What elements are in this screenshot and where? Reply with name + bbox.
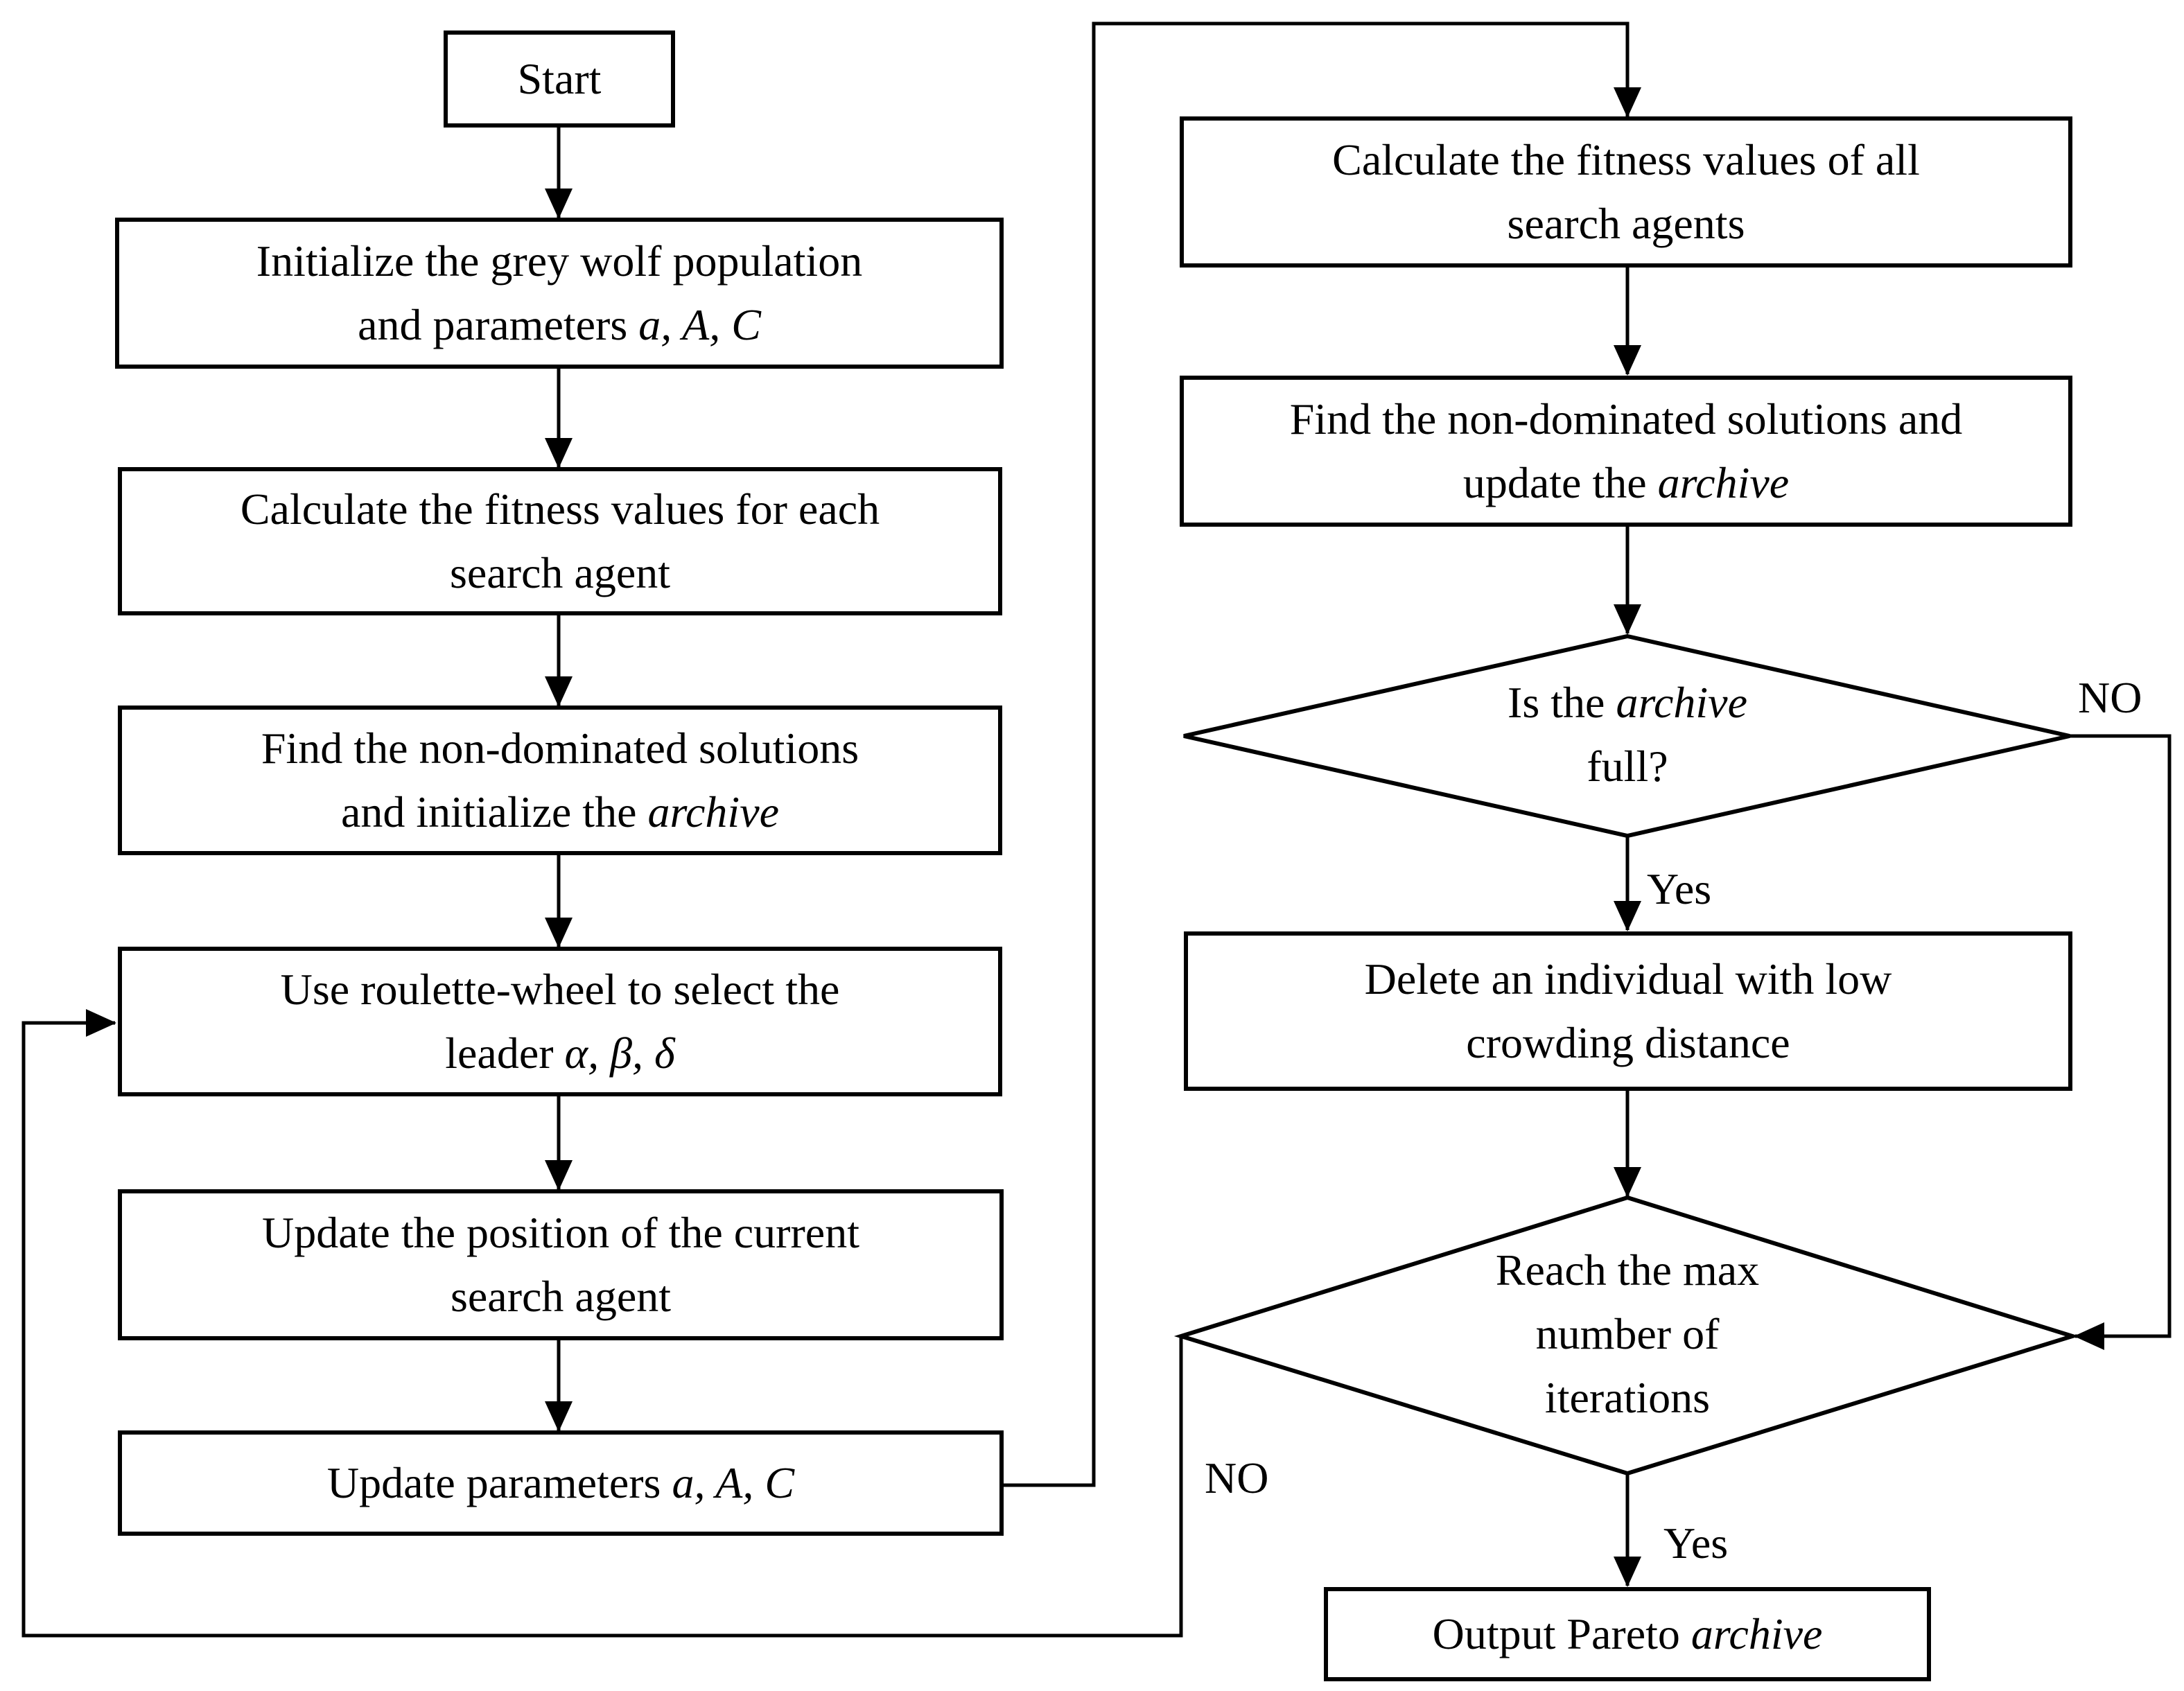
update-position-line-1: Update the position of the current [262,1208,859,1257]
find-update-box: Find the non-dominated solutions and upd… [1180,376,2072,527]
arrow-update-params-to-calc-all [1004,21,1641,1487]
roulette-box: Use roulette-wheel to select the leader … [118,947,1002,1096]
find-init-box: Find the non-dominated solutions and ini… [118,706,1002,855]
label-yes-max: Yes [1663,1518,1729,1568]
calc-each-box: Calculate the fitness values for each se… [118,467,1002,615]
max-iterations-text: Reach the max number of iterations [1350,1234,1905,1435]
arrow-decision-no-to-max-iteration [2070,734,2172,1350]
max-iterations-line-2: number of [1535,1309,1720,1358]
decision-max-iterations [1173,1195,2080,1476]
find-init-archive: archive [647,787,780,836]
initialize-line-1: Initialize the grey wolf population [256,236,863,286]
calc-each-line-1: Calculate the fitness values for each [240,484,880,534]
archive-full-archive: archive [1616,678,1747,727]
initialize-line-2: and parameters a, A, C [358,300,761,349]
initialize-params: a, A, C [638,300,761,349]
delete-box: Delete an individual with low crowding d… [1184,931,2072,1091]
find-init-line-1: Find the non-dominated solutions [261,724,859,773]
update-params-params: a, A, C [672,1458,795,1507]
label-no-archive: NO [2078,673,2142,722]
delete-line-2: crowding distance [1466,1018,1790,1067]
calc-all-line-2: search agents [1507,199,1745,248]
calc-all-line-1: Calculate the fitness values of all [1332,135,1920,184]
arrow-max-iteration-no-to-roulette [21,1009,1183,1638]
update-params-box: Update parameters a, A, C [118,1430,1004,1536]
find-update-archive: archive [1657,458,1790,507]
calc-all-box: Calculate the fitness values of all sear… [1180,116,2072,268]
find-init-line-2: and initialize the archive [340,787,780,836]
update-position-box: Update the position of the current searc… [118,1189,1004,1340]
label-yes-archive: Yes [1647,864,1712,913]
output-box: Output Pareto archive [1324,1587,1931,1681]
archive-full-text: Is the archive full? [1322,665,1932,804]
max-iterations-line-1: Reach the max [1495,1245,1760,1295]
calc-each-line-2: search agent [449,548,671,597]
delete-line-1: Delete an individual with low [1364,954,1892,1004]
decision-archive-full [1183,633,2070,839]
archive-full-line-1: Is the archive [1508,678,1747,727]
roulette-line-1: Use roulette-wheel to select the [280,965,840,1014]
archive-full-line-2: full? [1587,742,1668,791]
roulette-greek: α, β, δ [564,1028,675,1078]
label-no-max: NO [1205,1453,1269,1502]
max-iterations-line-3: iterations [1544,1373,1711,1422]
update-params-line: Update parameters a, A, C [326,1458,795,1507]
initialize-box: Initialize the grey wolf population and … [115,218,1004,369]
find-update-line-1: Find the non-dominated solutions and [1289,394,1963,444]
start-label: Start [517,54,602,103]
output-line: Output Pareto archive [1432,1609,1823,1658]
update-position-line-2: search agent [450,1272,672,1321]
start-box: Start [444,30,675,128]
roulette-line-2: leader α, β, δ [445,1028,675,1078]
output-archive: archive [1691,1609,1823,1658]
find-update-line-2: update the archive [1462,458,1790,507]
